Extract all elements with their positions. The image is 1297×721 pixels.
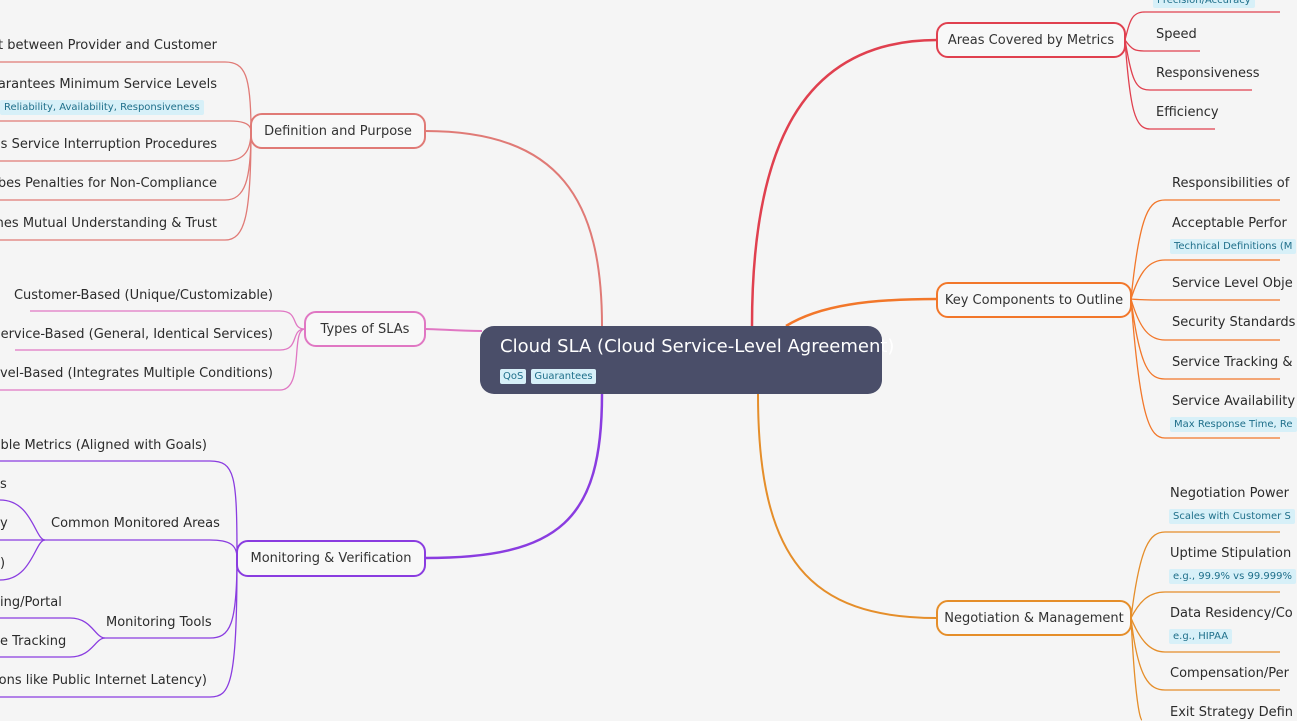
- monitoring-area-3[interactable]: ): [0, 556, 6, 571]
- negotiation-uptime[interactable]: Uptime Stipulation: [1170, 546, 1292, 561]
- components-responsibilities[interactable]: Responsibilities of: [1172, 176, 1290, 191]
- link-root-types: [424, 328, 483, 332]
- root-tag-guarantees: Guarantees: [531, 369, 596, 384]
- negotiation-power-tag: Scales with Customer S: [1169, 509, 1295, 524]
- branch-monitoring-title: Monitoring & Verification: [250, 551, 412, 566]
- negotiation-residency[interactable]: Data Residency/Co: [1170, 606, 1293, 621]
- negotiation-exit[interactable]: Exit Strategy Defin: [1170, 705, 1294, 720]
- components-acceptable-tag: Technical Definitions (M: [1170, 239, 1297, 254]
- monitoring-metrics[interactable]: urable Metrics (Aligned with Goals): [0, 438, 207, 453]
- branch-components[interactable]: Key Components to Outline: [936, 282, 1132, 318]
- monitoring-exclusions[interactable]: usions like Public Internet Latency): [0, 673, 207, 688]
- monitoring-areas-title[interactable]: Common Monitored Areas: [51, 516, 220, 531]
- definition-penalties[interactable]: cribes Penalties for Non-Compliance: [0, 176, 217, 191]
- areas-efficiency[interactable]: Efficiency: [1156, 105, 1219, 120]
- root-node[interactable]: Cloud SLA (Cloud Service-Level Agreement…: [480, 326, 894, 394]
- root-tag-qos: QoS: [500, 369, 527, 384]
- types-service[interactable]: Service-Based (General, Identical Servic…: [0, 327, 273, 342]
- areas-responsiveness[interactable]: Responsiveness: [1156, 66, 1260, 81]
- components-availability[interactable]: Service Availability: [1172, 394, 1296, 409]
- types-multilevel[interactable]: ltilevel-Based (Integrates Multiple Cond…: [0, 366, 273, 381]
- branch-areas-title: Areas Covered by Metrics: [947, 32, 1115, 48]
- definition-trust[interactable]: lishes Mutual Understanding & Trust: [0, 216, 217, 231]
- monitoring-tool-1[interactable]: ing/Portal: [0, 595, 62, 610]
- components-tracking[interactable]: Service Tracking &: [1172, 355, 1293, 370]
- link-root-monitoring: [424, 393, 604, 560]
- areas-speed[interactable]: Speed: [1156, 27, 1197, 42]
- definition-guarantees[interactable]: Guarantees Minimum Service Levels: [0, 77, 217, 92]
- monitoring-area-1[interactable]: s: [0, 477, 7, 492]
- components-objectives[interactable]: Service Level Obje: [1172, 276, 1293, 291]
- link-root-negotiation: [757, 393, 938, 619]
- branch-monitoring[interactable]: Monitoring & Verification: [236, 540, 426, 577]
- components-security[interactable]: Security Standards: [1172, 315, 1296, 330]
- areas-precision-tag: Precision/Accuracy: [1153, 0, 1255, 8]
- link-root-areas: [750, 38, 938, 327]
- components-acceptable[interactable]: Acceptable Perfor: [1172, 216, 1287, 231]
- definition-interruption[interactable]: rns Service Interruption Procedures: [0, 137, 217, 152]
- branch-types-title: Types of SLAs: [320, 321, 410, 337]
- branch-definition[interactable]: Definition and Purpose: [250, 113, 426, 149]
- branch-areas[interactable]: Areas Covered by Metrics: [936, 22, 1126, 58]
- negotiation-power[interactable]: Negotiation Power: [1170, 486, 1289, 501]
- link-root-definition: [424, 130, 603, 327]
- branch-definition-title: Definition and Purpose: [264, 123, 412, 139]
- monitoring-tool-2[interactable]: e Tracking: [0, 634, 67, 649]
- branch-components-title: Key Components to Outline: [944, 292, 1124, 308]
- components-availability-tag: Max Response Time, Re: [1170, 417, 1297, 432]
- link-root-components: [785, 297, 938, 328]
- types-customer[interactable]: Customer-Based (Unique/Customizable): [13, 288, 273, 303]
- monitoring-tools-title[interactable]: Monitoring Tools: [106, 615, 212, 630]
- branch-negotiation[interactable]: Negotiation & Management: [936, 600, 1132, 636]
- negotiation-residency-tag: e.g., HIPAA: [1169, 629, 1233, 644]
- definition-guarantees-tag: Reliability, Availability, Responsivenes…: [0, 100, 204, 115]
- negotiation-compensation[interactable]: Compensation/Per: [1170, 666, 1289, 681]
- root-tags: QoS Guarantees: [500, 369, 596, 384]
- monitoring-area-2[interactable]: y: [0, 516, 8, 531]
- branch-negotiation-title: Negotiation & Management: [944, 610, 1124, 626]
- root-title: Cloud SLA (Cloud Service-Level Agreement…: [500, 336, 895, 357]
- branch-types[interactable]: Types of SLAs: [304, 311, 426, 347]
- definition-agreement[interactable]: ent between Provider and Customer: [0, 38, 217, 53]
- negotiation-uptime-tag: e.g., 99.9% vs 99.999%: [1169, 569, 1296, 584]
